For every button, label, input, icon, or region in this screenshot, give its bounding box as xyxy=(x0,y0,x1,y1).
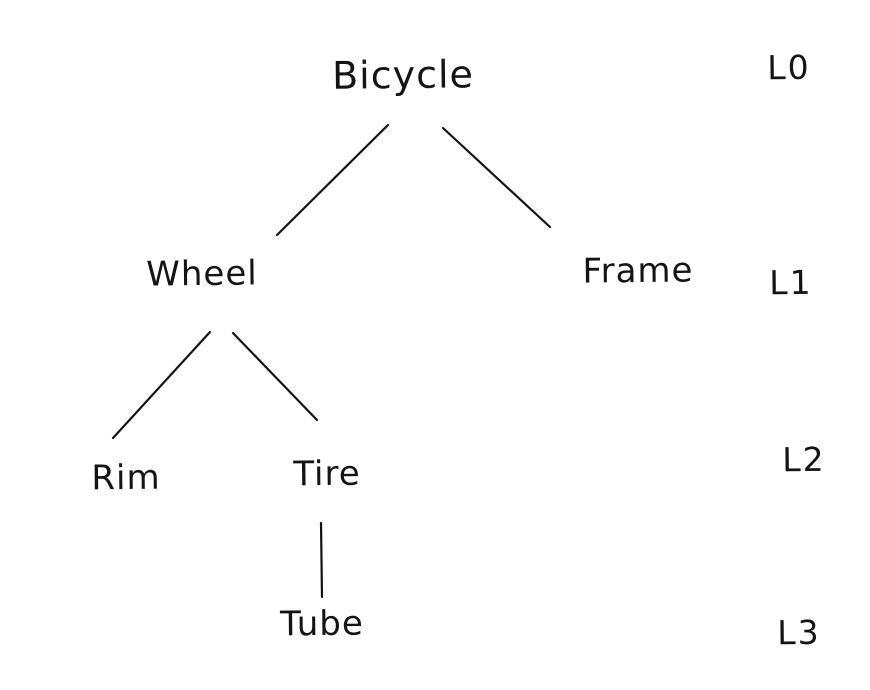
edge-bicycle-frame xyxy=(441,126,552,229)
node-tube: Tube xyxy=(279,603,365,645)
level-label-l0: L0 xyxy=(767,47,811,88)
node-frame: Frame xyxy=(582,250,694,292)
edge-tire-tube xyxy=(319,521,324,599)
node-bicycle: Bicycle xyxy=(331,52,475,98)
node-rim: Rim xyxy=(91,457,161,499)
edge-wheel-rim xyxy=(111,330,212,440)
level-label-l2: L2 xyxy=(782,439,826,480)
level-label-l1: L1 xyxy=(769,262,813,303)
node-tire: Tire xyxy=(293,453,361,495)
level-label-l3: L3 xyxy=(777,612,821,653)
edge-bicycle-wheel xyxy=(275,123,390,237)
edge-wheel-tire xyxy=(231,331,319,422)
node-wheel: Wheel xyxy=(146,253,258,295)
